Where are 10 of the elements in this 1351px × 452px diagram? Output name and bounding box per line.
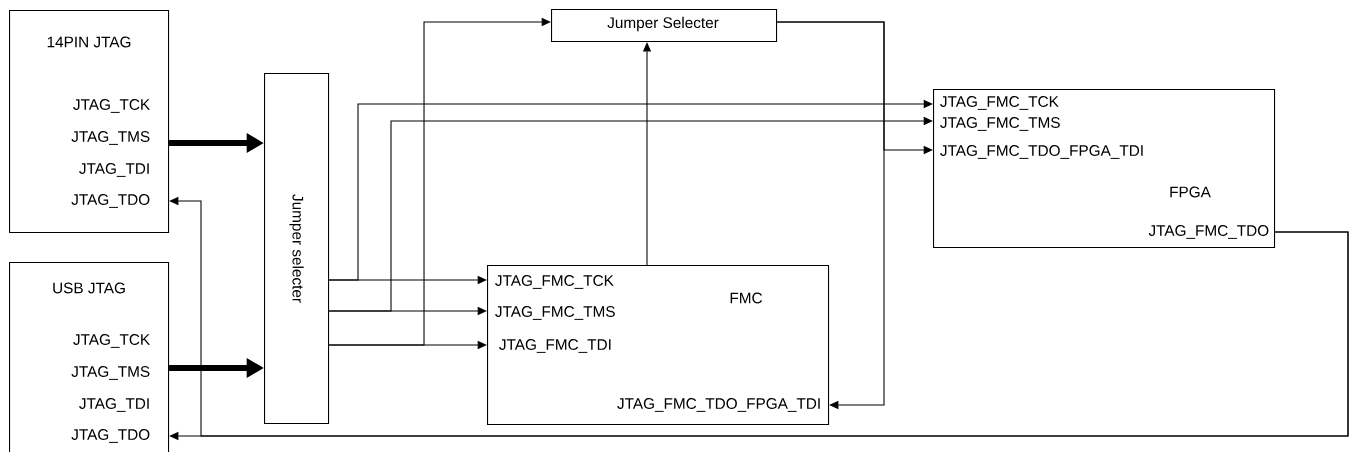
selector-box: Jumper selecter [264,73,330,425]
arrow [169,231,1349,441]
module-box: JTAG_FMC_TCK JTAG_FMC_TMS JTAG_FMC_TDO_FPGA_TDI FPGA JTAG_FMC_TDO [933,89,1276,249]
connector-box: USB JTAG JTAG_TCK JTAG_TMS JTAG_TDI JTAG_TDO [9,262,170,452]
arrow [328,116,933,312]
arrow [328,17,551,346]
connector-box: 14PIN JTAG JTAG_TCK JTAG_TMS JTAG_TDI JTAG_TDO [9,10,170,234]
selector-box: Jumper Selecter [551,9,778,43]
module-box: FMC JTAG_FMC_TCK JTAG_FMC_TMS JTAG_FMC_TDI JTAG_FMC_TDO_FPGA_TDI [487,265,830,426]
arrow [328,99,933,281]
